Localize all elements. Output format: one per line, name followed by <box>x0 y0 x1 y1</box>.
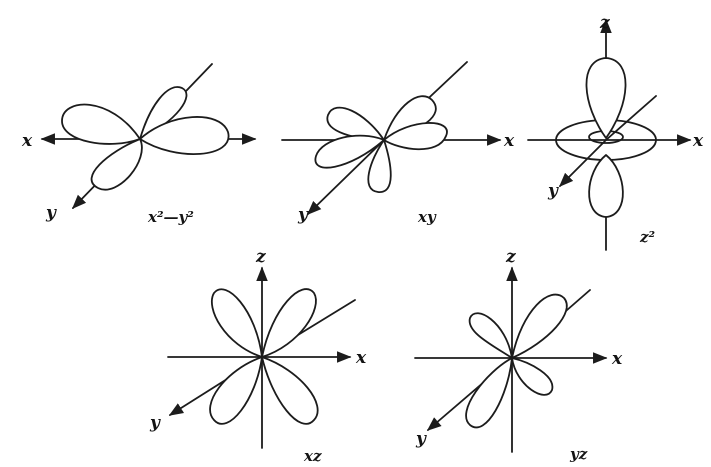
lobe-back-lower <box>512 358 552 395</box>
x-axis-label: x <box>611 349 623 369</box>
orbital-caption: yz <box>569 445 588 463</box>
y-axis-label: y <box>547 181 559 201</box>
lobe-front-down <box>92 139 142 190</box>
lobe-lower-right <box>262 357 318 424</box>
y-axis-label: y <box>297 205 309 225</box>
z-axis-label: z <box>255 247 266 267</box>
orbital-yz: z x y yz <box>415 247 623 463</box>
orbital-xz: z x y xz <box>149 247 367 465</box>
lobe-back-upper <box>470 313 512 358</box>
orbital-x2-y2: x y x²—y² <box>21 64 255 226</box>
lobe-back-left <box>62 105 140 144</box>
y-axis-label: y <box>149 413 161 433</box>
y-axis-label: y <box>415 429 427 449</box>
lobe-front-upper <box>512 295 567 358</box>
y-axis-label: y <box>45 203 57 223</box>
x-axis-label: x <box>692 131 704 151</box>
x-axis-label: x <box>355 348 367 368</box>
orbital-caption: z² <box>639 228 656 246</box>
lobe-front-lower <box>466 358 512 427</box>
lobe-upper-right <box>262 289 316 357</box>
x-axis-label: x <box>503 131 515 151</box>
lobe-down <box>589 155 623 217</box>
orbital-caption: x²—y² <box>147 208 194 226</box>
orbital-xy: x y xy <box>282 62 515 226</box>
orbital-caption: xz <box>303 447 322 465</box>
z-axis-label: z <box>599 13 610 33</box>
lobe-lower-left <box>210 357 262 424</box>
orbital-caption: xy <box>417 208 437 226</box>
x-axis-label: x <box>21 131 33 151</box>
orbital-z2: z x y z² <box>528 13 704 250</box>
z-axis-label: z <box>505 247 516 267</box>
lobe-upper-left <box>212 289 262 357</box>
